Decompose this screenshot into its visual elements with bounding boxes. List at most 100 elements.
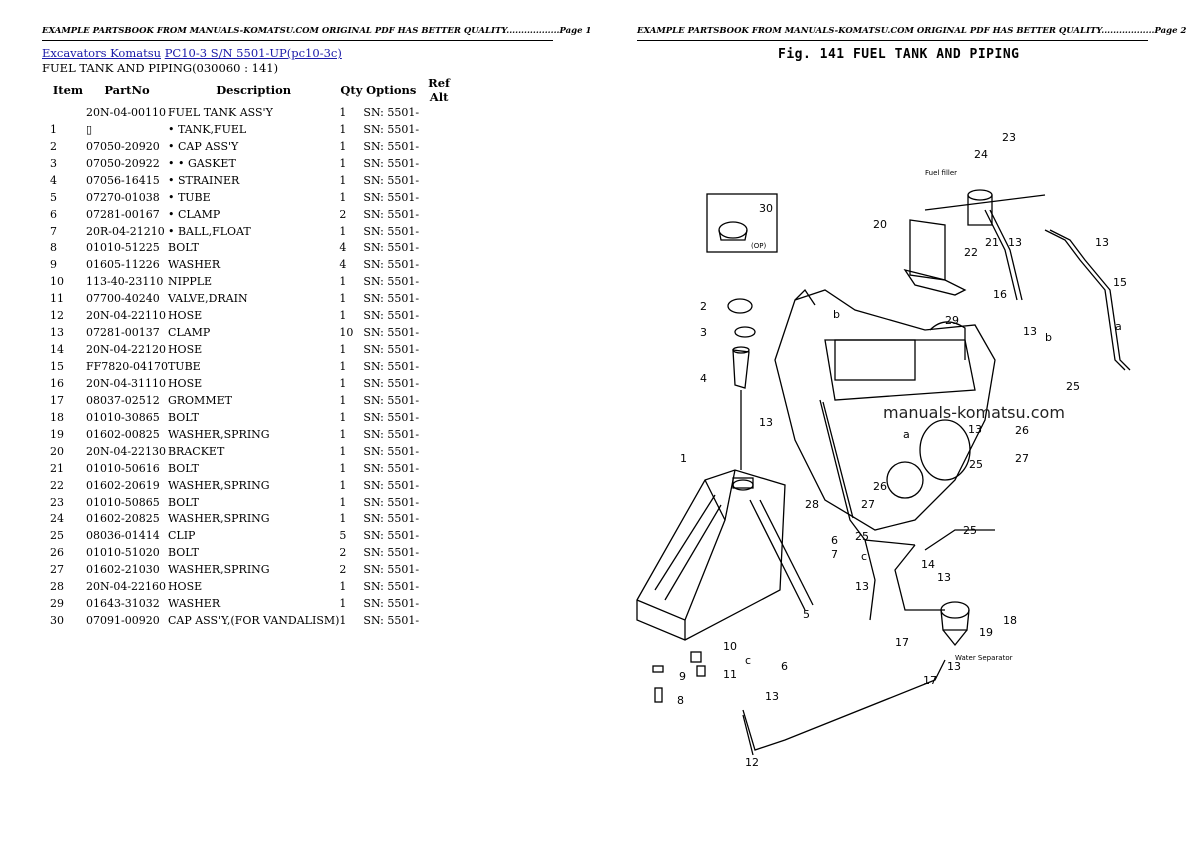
cell-options: SN: 5501- [363,105,420,119]
cell-refalt [419,477,459,494]
callout-14: 14 [921,558,935,571]
cell-options: SN: 5501- [363,258,420,272]
fuel-pipes [742,209,1131,756]
cell-refalt [419,426,459,443]
cell-item: 22 [50,478,64,492]
cell-item: 29 [50,597,64,611]
cell-partno: 01602-20619 [86,478,160,492]
callout-10: 10 [723,640,737,653]
fuel-filler-label: Fuel filler [925,169,957,177]
cell-refalt [419,155,459,172]
callout-20: 20 [873,218,887,231]
callout-19: 19 [979,626,993,639]
cell-item: 23 [50,495,64,509]
cell-options: SN: 5501- [363,190,420,204]
callout-3: 3 [700,326,707,339]
cell-partno: 20N-04-22160 [86,580,167,594]
cell-options: SN: 5501- [363,444,420,458]
cell-qty: 1 [339,597,347,611]
cell-qty: 1 [339,139,347,153]
cell-item: 7 [50,224,57,238]
cell-refalt [419,121,459,138]
cell-item: 14 [50,343,64,357]
callout-12: 12 [745,756,759,769]
cell-options: SN: 5501- [363,529,420,543]
cell-refalt [419,494,459,511]
cell-item: 15 [50,360,64,374]
cell-refalt [419,138,459,155]
cell-item: 2 [50,139,57,153]
cell-refalt [419,527,459,544]
callout-5: 5 [803,608,810,621]
breadcrumb-link-category[interactable]: Excavators Komatsu [42,46,162,60]
cell-options: SN: 5501- [363,122,420,136]
cell-refalt [419,189,459,206]
callout-c2: c [745,654,751,667]
bracket-drawing [903,219,967,296]
cell-refalt [419,256,459,273]
cell-item: 13 [50,326,64,340]
callout-21: 21 [985,236,999,249]
callout-6a: 6 [831,534,838,547]
breadcrumb-link-model[interactable]: PC10-3 S/N 5501-UP(pc10-3c) [164,46,342,60]
cell-qty: 10 [339,326,354,340]
callout-17a: 17 [895,636,909,649]
callout-26b: 26 [873,480,887,493]
cell-partno: 20N-04-22130 [86,444,167,458]
breadcrumb: Excavators Komatsu PC10-3 S/N 5501-UP(pc… [42,46,342,60]
callout-24: 24 [974,148,988,161]
cell-partno: 01602-21030 [86,563,160,577]
cell-description: • TUBE [167,190,211,204]
cell-description: WASHER,SPRING [167,427,270,441]
cell-options: SN: 5501- [363,343,420,357]
cell-item: 21 [50,461,64,475]
cell-description: • STRAINER [167,173,240,187]
callout-18: 18 [1003,614,1017,627]
cell-description: HOSE [167,376,203,390]
cell-refalt [419,511,459,528]
cell-qty: 1 [339,427,347,441]
column-header-refalt: Ref Alt [428,76,450,104]
callout-a2: a [903,428,910,441]
page-header: EXAMPLE PARTSBOOK FROM MANUALS-KOMATSU.C… [42,26,591,41]
cell-refalt [419,392,459,409]
cell-description: • CAP ASS'Y [167,139,239,153]
cell-item: 17 [50,393,64,407]
column-header-partno: PartNo [104,83,150,97]
cell-partno: 01010-51225 [86,241,160,255]
cell-refalt [419,595,459,612]
cell-item: 27 [50,563,64,577]
callout-4: 4 [700,372,707,385]
callout-13b: 13 [855,580,869,593]
cell-partno: 113-40-23110 [86,275,164,289]
cell-options: SN: 5501- [363,563,420,577]
cell-description: GROMMET [167,393,232,407]
cell-refalt [419,578,459,595]
cell-refalt [419,612,459,629]
cell-qty: 1 [339,393,347,407]
cell-description: BOLT [167,241,200,255]
cell-qty: 5 [339,529,347,543]
engine-drawing [774,288,996,531]
water-separator-drawing [940,601,970,647]
cell-partno: FF7820-04170 [86,360,168,374]
water-separator-label: Water Separator [955,654,1013,662]
cell-refalt [419,409,459,426]
cell-refalt [419,358,459,375]
cell-item: 16 [50,376,64,390]
